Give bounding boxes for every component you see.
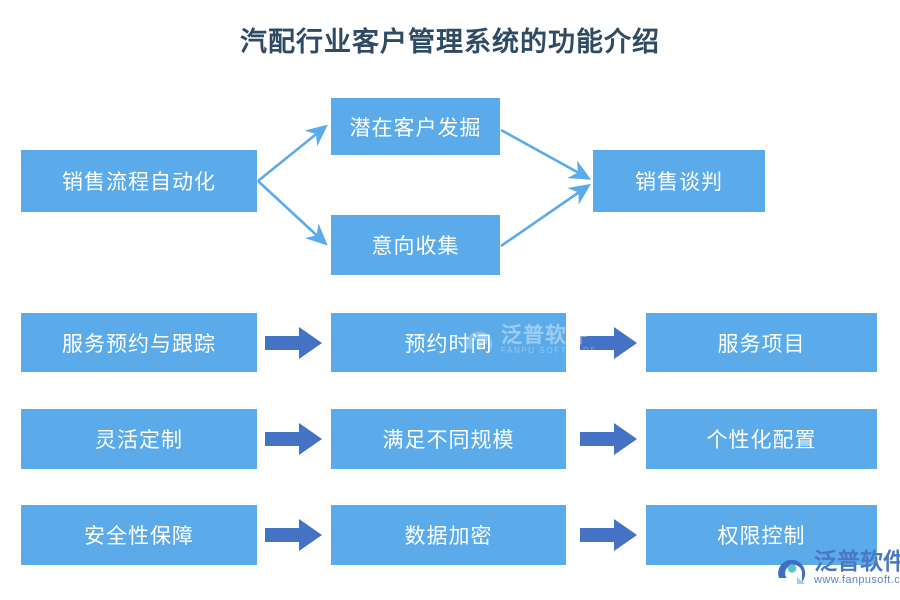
connector-source-to-branch-2: [257, 180, 328, 246]
watermark-logo-en: www.fanpusoft.com: [814, 574, 900, 587]
row-3-step-3[interactable]: 权限控制: [646, 505, 877, 565]
row-3-arrow-2: [580, 518, 638, 552]
row-2-arrow-1: [265, 422, 323, 456]
row-1-step-1[interactable]: 服务预约与跟踪: [21, 313, 257, 372]
flow-node-branch-1[interactable]: 潜在客户发掘: [331, 98, 500, 155]
row-3-step-2[interactable]: 数据加密: [331, 505, 566, 565]
page-title: 汽配行业客户管理系统的功能介绍: [240, 27, 660, 57]
connector-branch-2-to-target: [500, 183, 591, 248]
connector-source-to-branch-1: [257, 124, 328, 183]
row-1-step-3[interactable]: 服务项目: [646, 313, 877, 372]
row-3-arrow-1: [265, 518, 323, 552]
row-3-step-1[interactable]: 安全性保障: [21, 505, 257, 565]
row-1-arrow-2: [580, 326, 638, 360]
row-2-step-1[interactable]: 灵活定制: [21, 409, 257, 469]
row-2-arrow-2: [580, 422, 638, 456]
connector-branch-1-to-target: [500, 128, 592, 180]
row-1-arrow-1: [265, 326, 323, 360]
row-1-step-2[interactable]: 预约时间: [331, 313, 566, 372]
flow-node-target[interactable]: 销售谈判: [593, 150, 765, 212]
flow-node-source[interactable]: 销售流程自动化: [21, 150, 257, 212]
row-2-step-2[interactable]: 满足不同规模: [331, 409, 566, 469]
flow-node-branch-2[interactable]: 意向收集: [331, 215, 500, 275]
row-2-step-3[interactable]: 个性化配置: [646, 409, 877, 469]
